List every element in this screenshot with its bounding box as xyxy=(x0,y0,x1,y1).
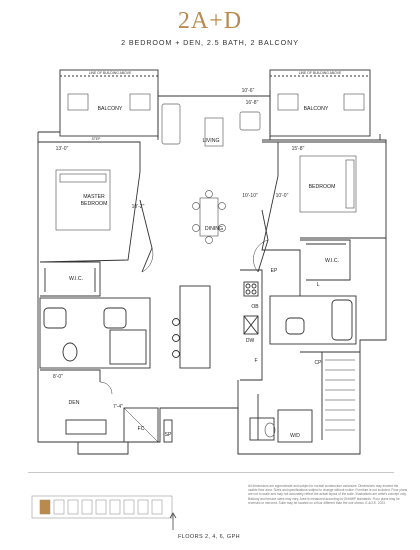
step-label: STEP xyxy=(92,137,102,141)
dim-bedroom-depth: 10'-0" xyxy=(276,193,289,199)
balcony-left-label: BALCONY xyxy=(98,106,123,112)
dim-dining-width: 10'-10" xyxy=(242,193,258,199)
kitchen-island xyxy=(179,285,211,369)
footer-divider xyxy=(28,472,394,473)
fc-label: FC xyxy=(138,426,145,432)
north-arrow-icon xyxy=(169,512,177,530)
ensuite-left xyxy=(39,297,151,369)
l-label: L xyxy=(317,282,320,288)
dim-bedroom-width: 15'-8" xyxy=(292,146,305,152)
balcony-right-outline xyxy=(269,69,371,137)
key-plan xyxy=(31,495,173,519)
dining-label: DINING xyxy=(205,226,223,232)
master-bedroom-label-1: MASTER xyxy=(83,194,105,200)
wic-right-walls xyxy=(300,239,351,281)
balcony-right-label: BALCONY xyxy=(304,106,329,112)
bathroom-right xyxy=(269,295,357,345)
ob-label: OB xyxy=(251,304,259,310)
f-label: F xyxy=(254,358,257,364)
dim-balcony-right-depth: 16'-8" xyxy=(246,100,259,106)
bedroom-walls xyxy=(261,141,386,296)
wd-label: W/D xyxy=(290,433,300,439)
ep-label: EP xyxy=(271,268,278,274)
unit-title: 2A+D xyxy=(177,8,243,34)
line-of-building-right: LINE OF BUILDING ABOVE xyxy=(299,71,342,75)
bedroom-label: BEDROOM xyxy=(309,184,336,190)
exterior-wall-top xyxy=(38,90,386,141)
floors-note: FLOORS 2, 4, 6, GPH xyxy=(178,534,241,540)
den-label: DEN xyxy=(69,400,80,406)
disclaimer-text: All dimensions are approximate and subje… xyxy=(248,484,408,505)
exterior-wall xyxy=(37,132,387,455)
bedroom-bed xyxy=(299,155,357,213)
master-bed xyxy=(55,169,111,231)
dim-living-width: 10'-6" xyxy=(242,88,255,94)
key-plan-highlight xyxy=(40,500,50,514)
washer-dryer xyxy=(277,409,313,443)
wic-left-label: W.I.C. xyxy=(69,276,83,282)
master-bedroom-label-2: BEDROOM xyxy=(81,201,108,207)
dim-master-depth: 10'-2" xyxy=(132,204,145,210)
dim-master-width: 13'-0" xyxy=(56,146,69,152)
cp-label: CP xyxy=(315,360,323,366)
line-of-building-left: LINE OF BUILDING ABOVE xyxy=(89,71,132,75)
sp-label: SP xyxy=(165,432,172,438)
dw-label: DW xyxy=(246,338,255,344)
unit-subtitle: 2 BEDROOM + DEN, 2.5 BATH, 2 BALCONY xyxy=(121,38,299,47)
master-bedroom-walls xyxy=(38,141,141,263)
dim-den-depth: 7'-4" xyxy=(113,404,123,410)
dim-den-width: 8'-0" xyxy=(53,374,63,380)
wic-right-label: W.I.C. xyxy=(325,258,339,264)
wic-left-walls xyxy=(40,261,101,297)
living-label: LIVING xyxy=(202,138,219,144)
balcony-left-outline xyxy=(59,69,159,137)
dining-table xyxy=(199,197,219,237)
